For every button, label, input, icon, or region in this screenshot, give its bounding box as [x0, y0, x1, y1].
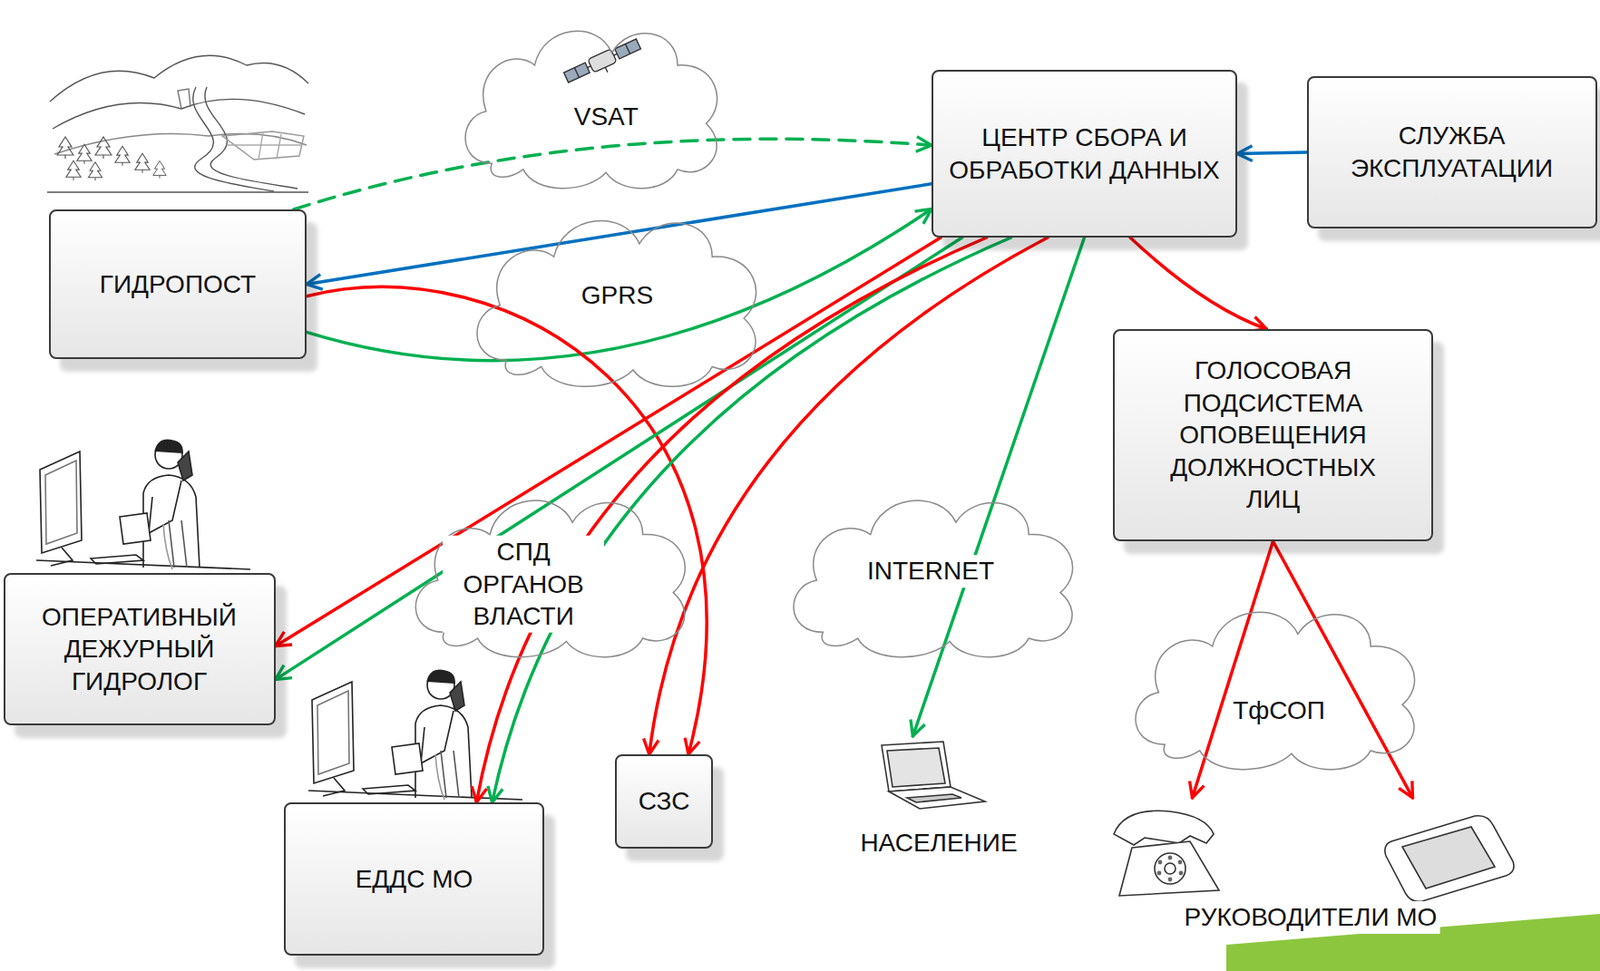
process-box: ЦЕНТР СБОРА И ОБРАБОТКИ ДАННЫХ — [931, 69, 1238, 238]
operator-figure — [36, 439, 251, 570]
network-cloud: INTERNET — [775, 479, 1093, 664]
cloud-path — [793, 500, 1074, 658]
drawing-part — [95, 136, 112, 159]
drawing-part — [1113, 810, 1214, 846]
connector-arrow — [912, 237, 1084, 737]
network-label: INTERNET — [863, 555, 998, 588]
network-cloud: VSAT — [448, 9, 735, 195]
drawing-part — [52, 98, 305, 129]
drawing-part — [1157, 871, 1162, 877]
process-box: СЗС — [614, 754, 713, 849]
process-box: ЕДДС МО — [283, 802, 545, 957]
connector-arrow — [1192, 541, 1274, 799]
drawing-part — [881, 741, 951, 792]
box-text: СЗС — [638, 785, 691, 819]
process-box: ГИДРОПОСТ — [48, 209, 307, 360]
drawing-part — [1179, 871, 1184, 877]
box-text: ЦЕНТР СБОРА И ОБРАБОТКИ ДАННЫХ — [948, 121, 1221, 186]
endpoint-text: НАСЕЛЕНИЕ — [857, 827, 1020, 860]
network-label: СПД ОРГАНОВ ВЛАСТИ — [442, 536, 605, 634]
connector-arrow — [275, 237, 942, 647]
drawing-part — [153, 160, 166, 178]
network-label: VSAT — [570, 100, 643, 134]
cloud-path — [465, 30, 718, 188]
connector-arrow — [1237, 152, 1308, 155]
drawing-part — [887, 748, 946, 788]
connector-arrow — [306, 286, 707, 755]
drawing-part — [1385, 816, 1514, 903]
network-label: ТфСОП — [1229, 694, 1329, 728]
drawing-part — [1157, 856, 1184, 883]
drawing-part — [1178, 860, 1183, 866]
desk-phone-icon — [1113, 810, 1220, 897]
drawing-part — [177, 88, 191, 109]
operator-figure — [308, 670, 523, 800]
drawing-part — [222, 131, 304, 160]
landscape-drawing — [47, 55, 309, 193]
box-text: ГОЛОСОВАЯ ПОДСИСТЕМА ОПОВЕЩЕНИЯ ДОЛЖНОСТ… — [1151, 354, 1396, 517]
tree-group — [57, 136, 166, 181]
process-box: ГОЛОСОВАЯ ПОДСИСТЕМА ОПОВЕЩЕНИЯ ДОЛЖНОСТ… — [1112, 329, 1434, 542]
endpoint-text: РУКОВОДИТЕЛИ МО — [1181, 901, 1441, 935]
cloud-path — [477, 220, 757, 387]
drawing-part — [907, 794, 962, 803]
drawing-part — [54, 134, 307, 156]
drawing-part — [47, 191, 309, 193]
drawing-part — [1168, 878, 1173, 883]
drawing-part — [57, 136, 74, 159]
drawing-part — [574, 43, 634, 84]
network-cloud: ТфСОП — [1117, 591, 1435, 776]
process-box: ОПЕРАТИВНЫЙ ДЕЖУРНЫЙ ГИДРОЛОГ — [3, 573, 276, 726]
drawing-part — [77, 144, 92, 165]
drawing-part — [1164, 863, 1176, 875]
box-text: ОПЕРАТИВНЫЙ ДЕЖУРНЫЙ ГИДРОЛОГ — [17, 601, 263, 699]
box-text: СЛУЖБА ЭКСПЛУАТАЦИИ — [1320, 119, 1584, 185]
connector-arrow — [275, 237, 963, 681]
drawing-part — [66, 160, 81, 181]
drawing-part — [226, 132, 302, 160]
endpoint-label: НАСЕЛЕНИЕ — [839, 736, 1039, 860]
satellite-icon — [563, 37, 644, 89]
box-text: ЕДДС МО — [355, 863, 474, 897]
box-text: ГИДРОПОСТ — [99, 268, 256, 302]
connector-arrow — [649, 237, 1048, 755]
drawing-part — [888, 787, 986, 810]
cloud-outline — [1117, 591, 1435, 776]
network-cloud: GPRS — [458, 198, 776, 393]
drawing-part — [1402, 827, 1495, 889]
mobile-phone-icon — [1385, 816, 1514, 903]
network-cloud: СПД ОРГАНОВ ВЛАСТИ — [398, 479, 704, 664]
connector-arrow — [306, 184, 932, 285]
drawing-part — [1158, 860, 1163, 866]
connector-arrow — [306, 209, 932, 361]
connector-arrow — [1273, 541, 1414, 799]
network-label: GPRS — [577, 279, 657, 313]
connector-arrow — [492, 237, 1012, 803]
drawing-part — [115, 146, 130, 166]
drawing-part — [1119, 841, 1220, 897]
laptop-icon — [881, 741, 986, 810]
drawing-part — [1168, 856, 1173, 861]
connector-arrow — [1130, 237, 1267, 330]
drawing-part — [1154, 853, 1186, 885]
drawing-part — [135, 153, 150, 174]
drawing-part — [87, 162, 102, 181]
drawing-part — [204, 87, 298, 189]
cloud-path — [415, 500, 685, 658]
cloud-path — [1135, 612, 1415, 770]
endpoint-label: РУКОВОДИТЕЛИ МО — [1106, 798, 1515, 935]
process-box: СЛУЖБА ЭКСПЛУАТАЦИИ — [1307, 76, 1598, 229]
